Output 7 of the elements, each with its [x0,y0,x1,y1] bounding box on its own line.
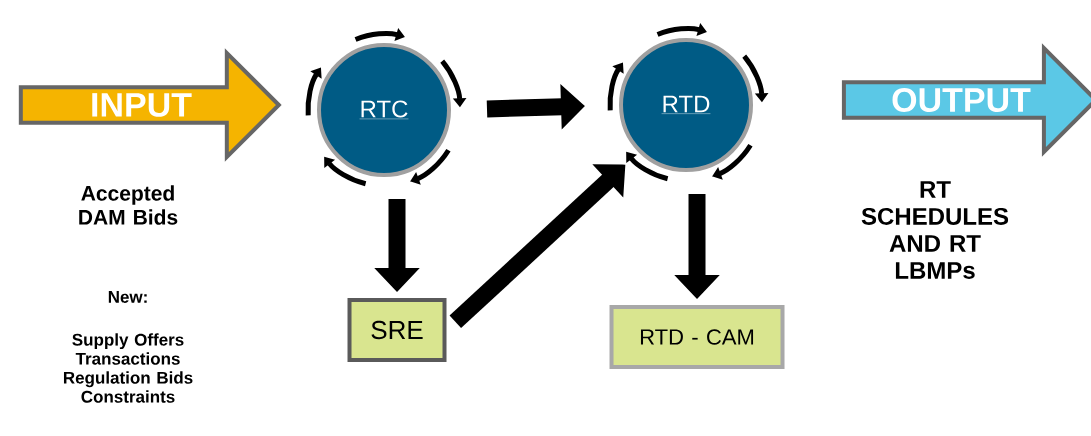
process-box: RTD - CAM [609,305,785,369]
caption-text: Supply Offers Transactions Regulation Bids Constraints [64,333,193,403]
caption-text: RT SCHEDULES AND RT LBMPs [861,181,1009,279]
caption-text: Accepted DAM Bids [79,185,178,225]
caption-text: New: [108,291,147,303]
process-box: SRE [347,298,447,362]
arrow [449,164,626,329]
